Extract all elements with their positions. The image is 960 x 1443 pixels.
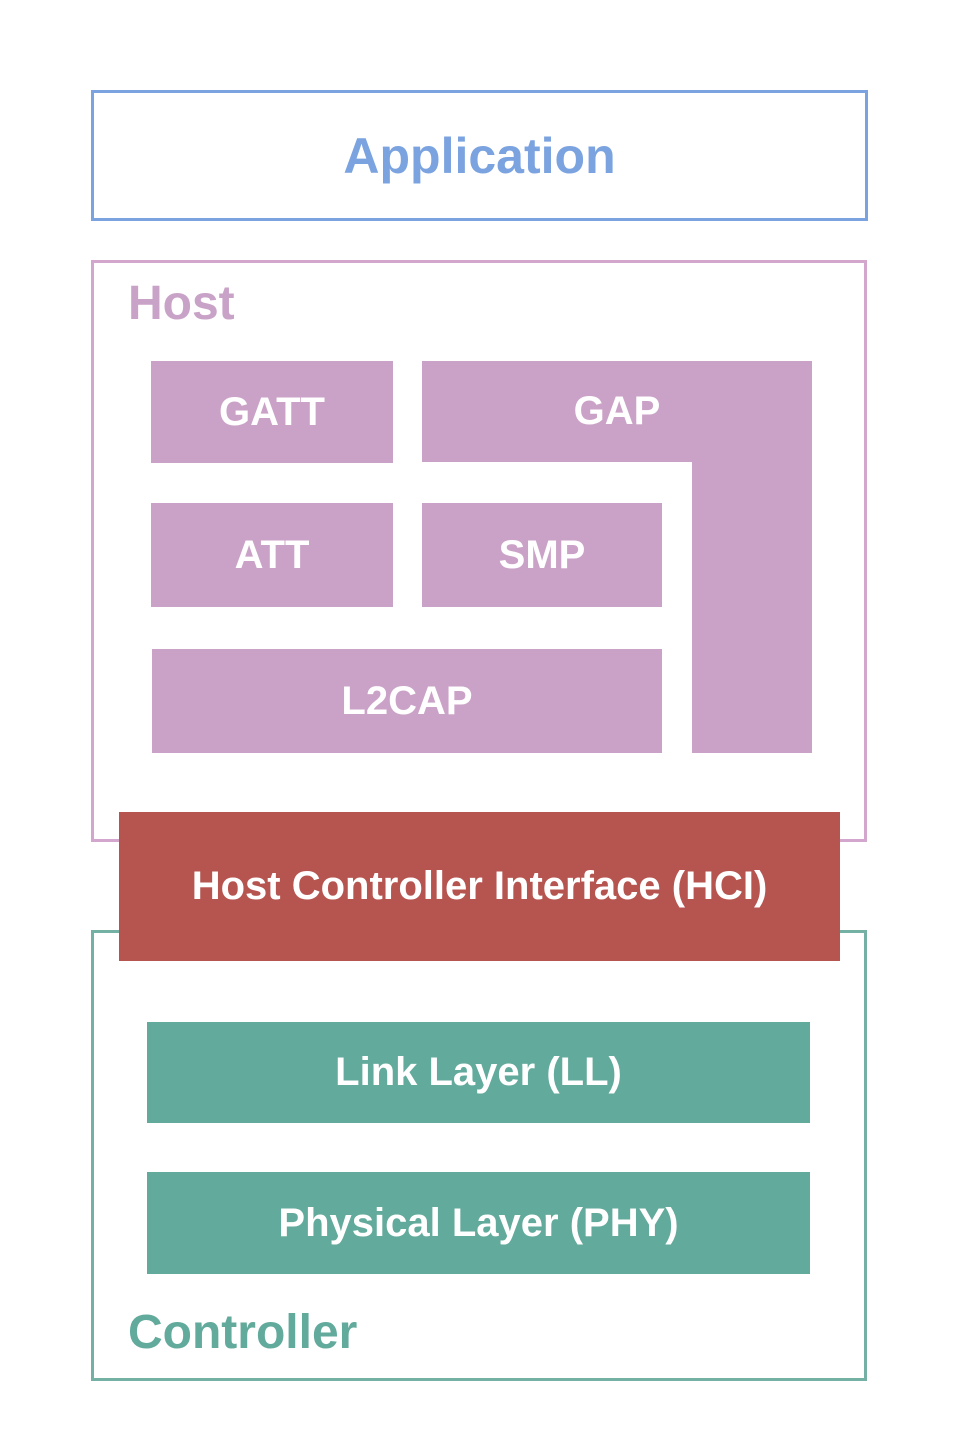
gap-label: GAP xyxy=(573,389,661,433)
gatt-label: GATT xyxy=(219,389,325,434)
att-block: ATT xyxy=(151,503,393,607)
link-layer-label: Link Layer (LL) xyxy=(335,1050,622,1094)
host-label: Host xyxy=(128,277,235,330)
l2cap-block: L2CAP xyxy=(152,649,662,753)
gap-block-arm xyxy=(692,461,812,753)
gatt-block: GATT xyxy=(151,361,393,463)
l2cap-label: L2CAP xyxy=(341,678,473,723)
smp-block: SMP xyxy=(422,503,662,607)
smp-label: SMP xyxy=(498,532,586,577)
hci-label: Host Controller Interface (HCI) xyxy=(191,864,768,908)
link-layer-block: Link Layer (LL) xyxy=(147,1022,810,1123)
hci-block: Host Controller Interface (HCI) xyxy=(119,812,840,961)
controller-label: Controller xyxy=(128,1306,358,1359)
gap-block: GAP xyxy=(422,361,812,462)
application-box: Application xyxy=(91,90,868,221)
att-label: ATT xyxy=(234,532,310,577)
application-label: Application xyxy=(343,127,616,184)
physical-layer-label: Physical Layer (PHY) xyxy=(278,1200,679,1245)
physical-layer-block: Physical Layer (PHY) xyxy=(147,1172,810,1274)
